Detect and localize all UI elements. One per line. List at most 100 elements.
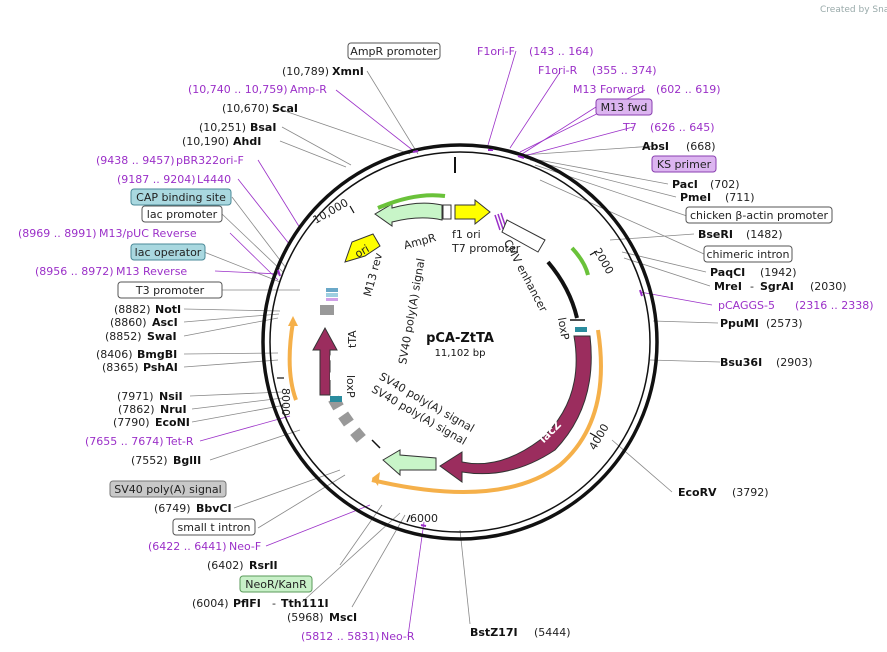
loxp-block-2: [330, 396, 342, 402]
tick-label-6000: 6000: [410, 512, 438, 525]
primer-t7-range: (626 .. 645): [650, 121, 715, 134]
enzyme-rsrii-name: RsrII: [249, 559, 278, 572]
enzyme-bsu36i-name: Bsu36I: [720, 356, 762, 369]
sv40-block-2: [338, 411, 354, 427]
watermark-text: Created by SnapGene: [820, 5, 887, 15]
cap-binding-site-label: CAP binding site: [136, 191, 226, 204]
primer-m13-reverse-name: M13 Reverse: [116, 265, 187, 278]
primer-m13-puc-reverse-name: M13/pUC Reverse: [99, 227, 197, 240]
enzyme-scai-pos: (10,670): [222, 102, 269, 115]
neor-kanr-label: NeoR/KanR: [245, 578, 307, 591]
ampr-orf-arc: [377, 193, 446, 210]
enzyme-labels-left: (10,789) XmnI (10,670) ScaI (10,251) Bsa…: [96, 65, 364, 624]
primer-amp-r-name: Amp-R: [290, 83, 327, 96]
lac-promoter-label: lac promoter: [147, 208, 218, 221]
tetr-label: TetR: [328, 352, 341, 380]
backbone-outer-circle: [261, 143, 659, 541]
f1-ori-label: f1 ori: [452, 228, 481, 241]
ks-primer-label: KS primer: [657, 158, 712, 171]
m13-rev-label: M13 rev: [361, 251, 385, 298]
enzyme-tth111i-name: Tth111I: [281, 597, 329, 610]
enzyme-bstz17i-pos: (5444): [534, 626, 571, 639]
enzyme-bseri-pos: (1482): [746, 228, 783, 241]
ampr-promoter-label: AmpR promoter: [350, 45, 438, 58]
sv40-polya-label-c: SV40 poly(A) signal: [396, 257, 427, 365]
enzyme-bglii-pos: (7552): [131, 454, 168, 467]
plasmid-size: 11,102 bp: [435, 348, 486, 359]
enzyme-absi-name: AbsI: [642, 140, 669, 153]
cmv-enhancer-feature: [501, 219, 546, 253]
enzyme-paci-pos: (702): [710, 178, 740, 191]
enzyme-paci-name: PacI: [672, 178, 698, 191]
primer-f1ori-f-name: F1ori-F: [477, 45, 515, 58]
primer-pcaggs-5-range: (2316 .. 2338): [795, 299, 874, 312]
primer-neo-r-name: Neo-R: [381, 630, 415, 643]
tick-label-2000: 2000: [591, 246, 616, 277]
enzyme-noti-name: NotI: [155, 303, 181, 316]
t7-promoter-label: T7 promoter: [451, 242, 521, 255]
enzyme-bseri-name: BseRI: [698, 228, 733, 241]
m13-fwd-label: M13 fwd: [601, 101, 648, 114]
enzyme-pmei-name: PmeI: [680, 191, 711, 204]
ampr-promoter-block: [442, 204, 452, 220]
tetr-orf-arrowhead: [288, 316, 298, 326]
enzyme-bglii-name: BglII: [173, 454, 201, 467]
primer-amp-r-range: (10,740 .. 10,759): [188, 83, 288, 96]
enzyme-xmni-name: XmnI: [332, 65, 364, 78]
primer-neo-f-name: Neo-F: [229, 540, 261, 553]
enzyme-bbvci-pos: (6749): [154, 502, 191, 515]
enzyme-econi-name: EcoNI: [155, 416, 190, 429]
primer-f1ori-f-range: (143 .. 164): [529, 45, 594, 58]
chicken-actin-promoter-label: chicken β-actin promoter: [690, 209, 828, 222]
enzyme-ecorv-name: EcoRV: [678, 486, 717, 499]
primer-leader-lines: [199, 50, 713, 637]
enzyme-ecorv-pos: (3792): [732, 486, 769, 499]
loxp-marker-2: [371, 439, 381, 449]
f1-ori-feature-arrow: [454, 198, 491, 226]
loxp-label-1: loxP: [555, 316, 572, 341]
enzyme-bsu36i-pos: (2903): [776, 356, 813, 369]
primer-l4440-range: (9187 .. 9204): [117, 173, 196, 186]
enzyme-bmgbi-pos: (8406): [96, 348, 133, 361]
lac-elements: [326, 288, 338, 301]
enzyme-scai-name: ScaI: [272, 102, 298, 115]
ampr-label: AmpR: [402, 231, 437, 252]
chimeric-intron-arc: [570, 246, 590, 276]
enzyme-mrei-name: MreI: [714, 280, 742, 293]
primer-f1ori-r-name: F1ori-R: [538, 64, 578, 77]
primer-t7-name: T7: [622, 121, 637, 134]
enzyme-swai-pos: (8852): [105, 330, 142, 343]
primer-m13-forward-name: M13 Forward: [573, 83, 644, 96]
ori-feature-arrow: [344, 233, 381, 263]
primer-m13-reverse-range: (8956 .. 8972): [35, 265, 114, 278]
primer-m13-puc-reverse-range: (8969 .. 8991): [18, 227, 97, 240]
enzyme-nrui-name: NruI: [160, 403, 187, 416]
t3-promoter-label: T3 promoter: [135, 284, 205, 297]
primer-tet-r-range: (7655 .. 7674): [85, 435, 164, 448]
primer-tet-r-name: Tet-R: [165, 435, 194, 448]
enzyme-bsai-pos: (10,251): [199, 121, 246, 134]
enzyme-asci-pos: (8860): [110, 316, 147, 329]
enzyme-msci-pos: (5968): [287, 611, 324, 624]
tick-label-10000: 10,000: [311, 196, 351, 227]
chicken-actin-promoter-arc: [546, 260, 579, 319]
primer-m13-forward-range: (602 .. 619): [656, 83, 721, 96]
loxp-label-2: loxP: [344, 375, 357, 398]
enzyme-bstz17i-name: BstZ17I: [470, 626, 518, 639]
chimeric-intron-label: chimeric intron: [706, 248, 789, 261]
tetr-feature-arrow: [312, 326, 338, 396]
tta-orf-arrowhead: [372, 472, 380, 486]
enzyme-econi-pos: (7790): [113, 416, 150, 429]
tetr-orf-arc: [287, 321, 298, 401]
enzyme-pflfi-dash: -: [272, 597, 276, 610]
lac-operator-label: lac operator: [135, 246, 202, 259]
lacz-feature-arrow: [439, 335, 592, 483]
scale-ticks: [277, 205, 598, 523]
t3-block: [320, 305, 334, 315]
enzyme-sgrai-name: SgrAI: [760, 280, 794, 293]
enzyme-nrui-pos: (7862): [118, 403, 155, 416]
enzyme-labels-right: AbsI (668) PacI (702) PmeI (711) BseRI (…: [470, 140, 847, 639]
primer-labels: F1ori-F (143 .. 164) F1ori-R (355 .. 374…: [18, 45, 874, 643]
